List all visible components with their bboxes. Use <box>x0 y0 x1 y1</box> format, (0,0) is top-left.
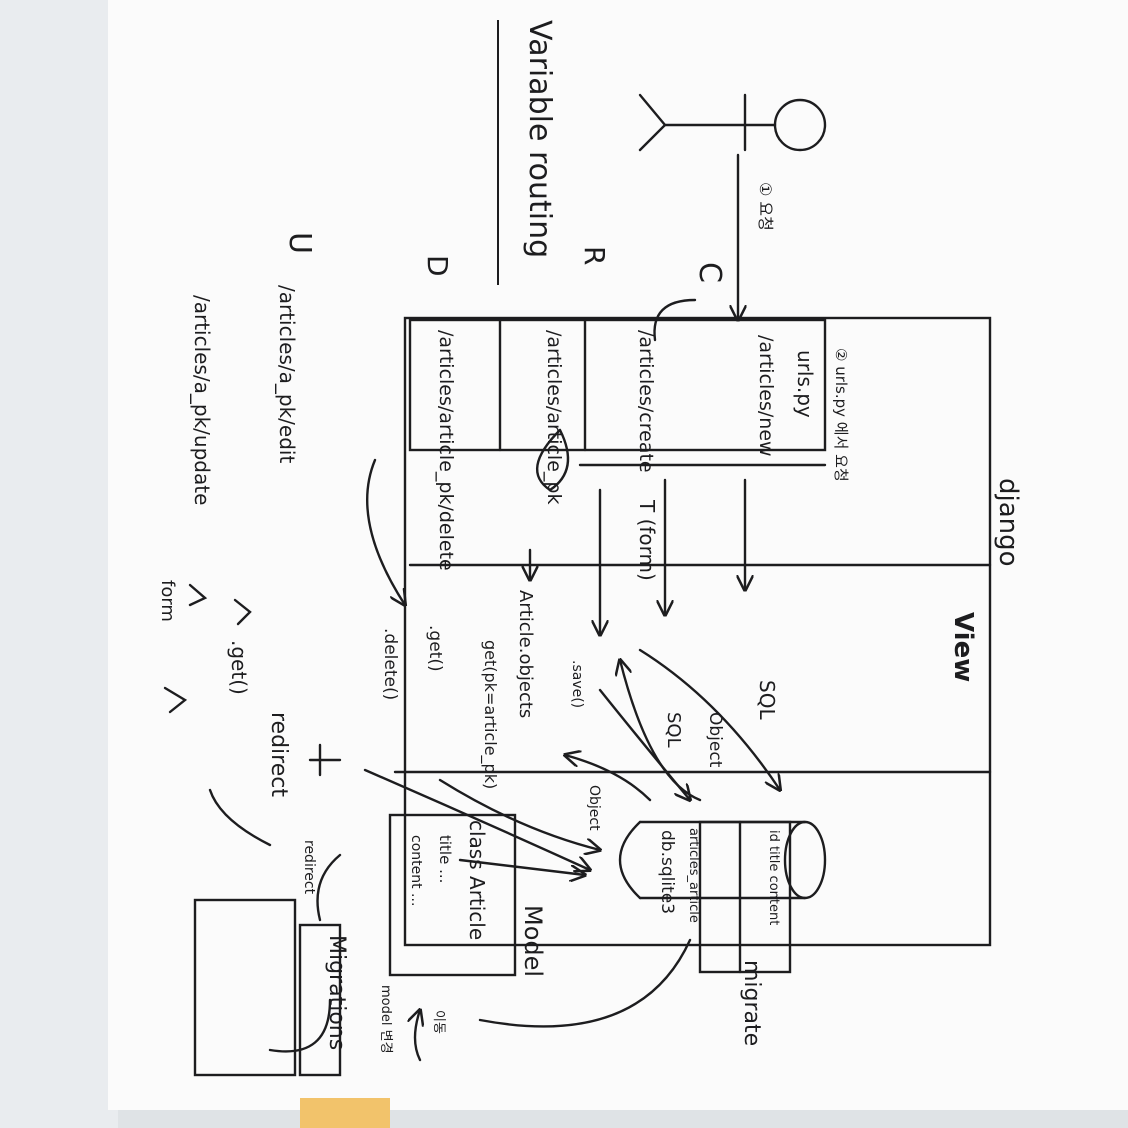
urls-py-label: urls.py <box>793 350 817 418</box>
migrate-label: migrate <box>739 960 764 1046</box>
save-label: .save() <box>569 660 585 708</box>
delete-curve-arrow <box>365 458 405 605</box>
route-detail: /articles/article_pk <box>543 330 565 504</box>
route-new: /articles/new <box>755 335 777 457</box>
request-step-label: ① 요청 <box>756 182 775 231</box>
crud-r-label: R <box>578 246 611 265</box>
sql-mid-label: SQL <box>663 712 684 748</box>
model-label: Model <box>519 905 547 977</box>
delete-call-label: .delete() <box>380 628 400 700</box>
paper-sheet <box>108 0 1128 1110</box>
db-columns-label: id title content <box>766 830 781 925</box>
urls-table <box>408 318 827 452</box>
t-form-label: T (form) <box>635 499 659 581</box>
route-delete: /articles/article_pk/delete <box>435 330 457 571</box>
get-pk-label: get(pk=article_pk) <box>480 640 500 789</box>
crud-d-label: D <box>421 255 454 277</box>
crud-c-label: C <box>692 262 727 283</box>
redirect-small-label: redirect <box>301 840 317 895</box>
sql-top-label: SQL <box>755 680 779 720</box>
django-box <box>403 316 992 947</box>
model-note-label: model 변경 <box>378 985 393 1054</box>
model-class-box <box>388 813 517 977</box>
variable-routing-heading: Variable routing <box>522 20 557 258</box>
article-objects-label: Article.objects <box>515 590 536 718</box>
object-mid-label: Object <box>586 785 602 831</box>
redirect-label: redirect <box>266 712 291 797</box>
crud-u-label: U <box>282 232 317 254</box>
yellow-sticky-strip <box>300 1098 390 1128</box>
class-article-label: class Article <box>465 820 489 940</box>
urls-header-label: ② urls.py 에서 요청 <box>832 348 850 482</box>
django-label: django <box>993 478 1023 567</box>
sql-arrow-top <box>638 648 780 790</box>
db-file-label: db.sqlite3 <box>657 830 677 914</box>
form-label: form <box>157 580 178 622</box>
database-cylinder-icon <box>618 820 827 974</box>
content-field-label: content ... <box>408 835 424 906</box>
table-name-label: articles_article <box>686 828 701 923</box>
migrations-label: Migrations <box>324 935 349 1050</box>
title-field-label: title ... <box>436 835 454 883</box>
user-stick-figure <box>638 93 827 152</box>
view-label: View <box>948 612 978 682</box>
migrate-curve <box>478 938 692 1028</box>
migrations-box <box>298 923 342 1077</box>
external-sheet-box <box>193 898 297 1077</box>
object-top-label: Object <box>705 712 725 768</box>
route-create: /articles/create <box>635 330 657 473</box>
get-read-label: .get() <box>425 625 445 672</box>
route-update: /articles/a_pk/update <box>190 295 214 505</box>
move-note-label: 이동 <box>431 1010 446 1034</box>
get-update-label: .get() <box>227 640 251 695</box>
route-edit: /articles/a_pk/edit <box>275 285 299 463</box>
